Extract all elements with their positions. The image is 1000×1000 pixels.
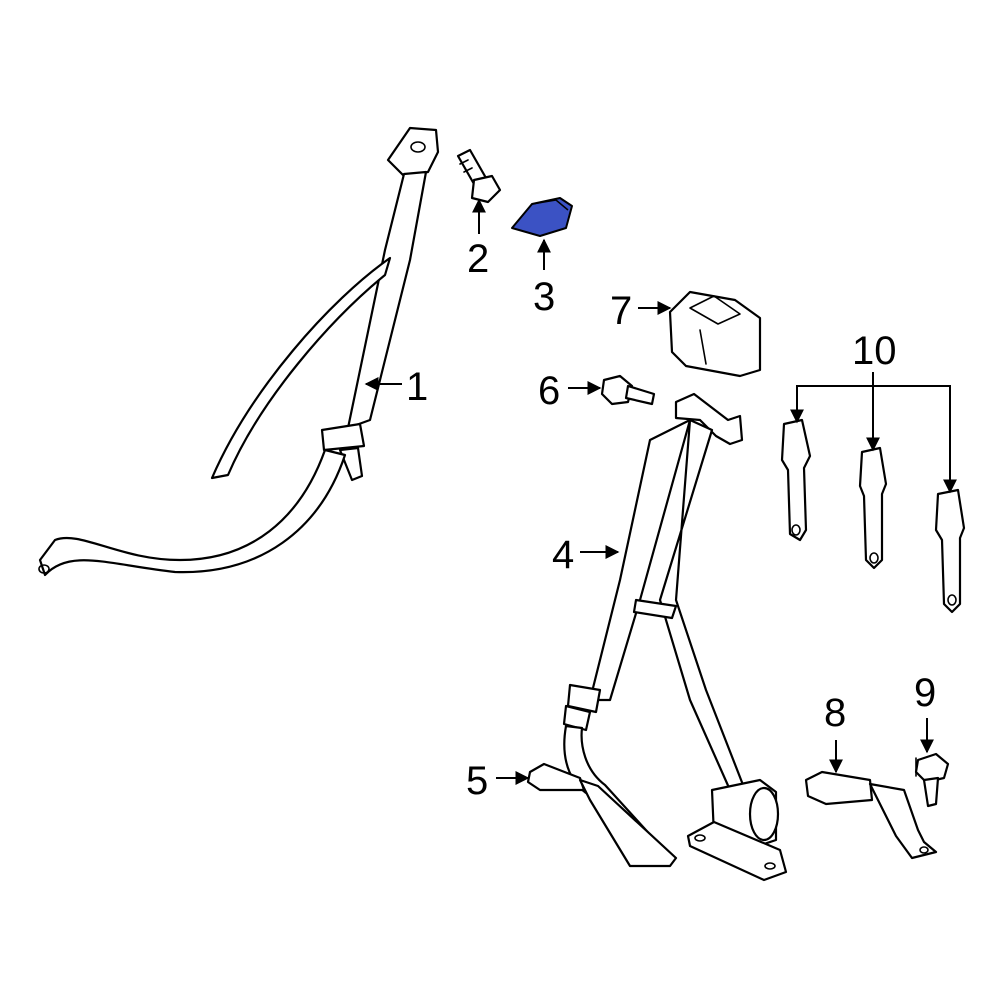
- part-6-bolt[interactable]: [600, 374, 656, 406]
- callout-2: 2: [467, 237, 489, 281]
- callout-6: 6: [538, 369, 560, 413]
- callout-3: 3: [533, 275, 555, 319]
- callout-1: 1: [406, 365, 428, 409]
- part-7-trim-cap[interactable]: [668, 290, 762, 378]
- callout-4: 4: [552, 533, 574, 577]
- part-8-buckle[interactable]: [804, 770, 938, 860]
- callout-9: 9: [914, 671, 936, 715]
- callout-10: 10: [852, 329, 897, 373]
- callout-8: 8: [824, 691, 846, 735]
- part-4-rear-seat-belt[interactable]: [562, 392, 788, 882]
- callout-7: 7: [610, 289, 632, 333]
- part-9-bolt[interactable]: [914, 752, 950, 808]
- part-2-bolt[interactable]: [456, 148, 502, 204]
- part-5-buckle[interactable]: [526, 762, 678, 868]
- part-1-seat-belt[interactable]: [38, 126, 440, 577]
- leader-lines: [364, 198, 957, 785]
- part-3-cover[interactable]: [511, 197, 573, 237]
- callout-5: 5: [466, 759, 488, 803]
